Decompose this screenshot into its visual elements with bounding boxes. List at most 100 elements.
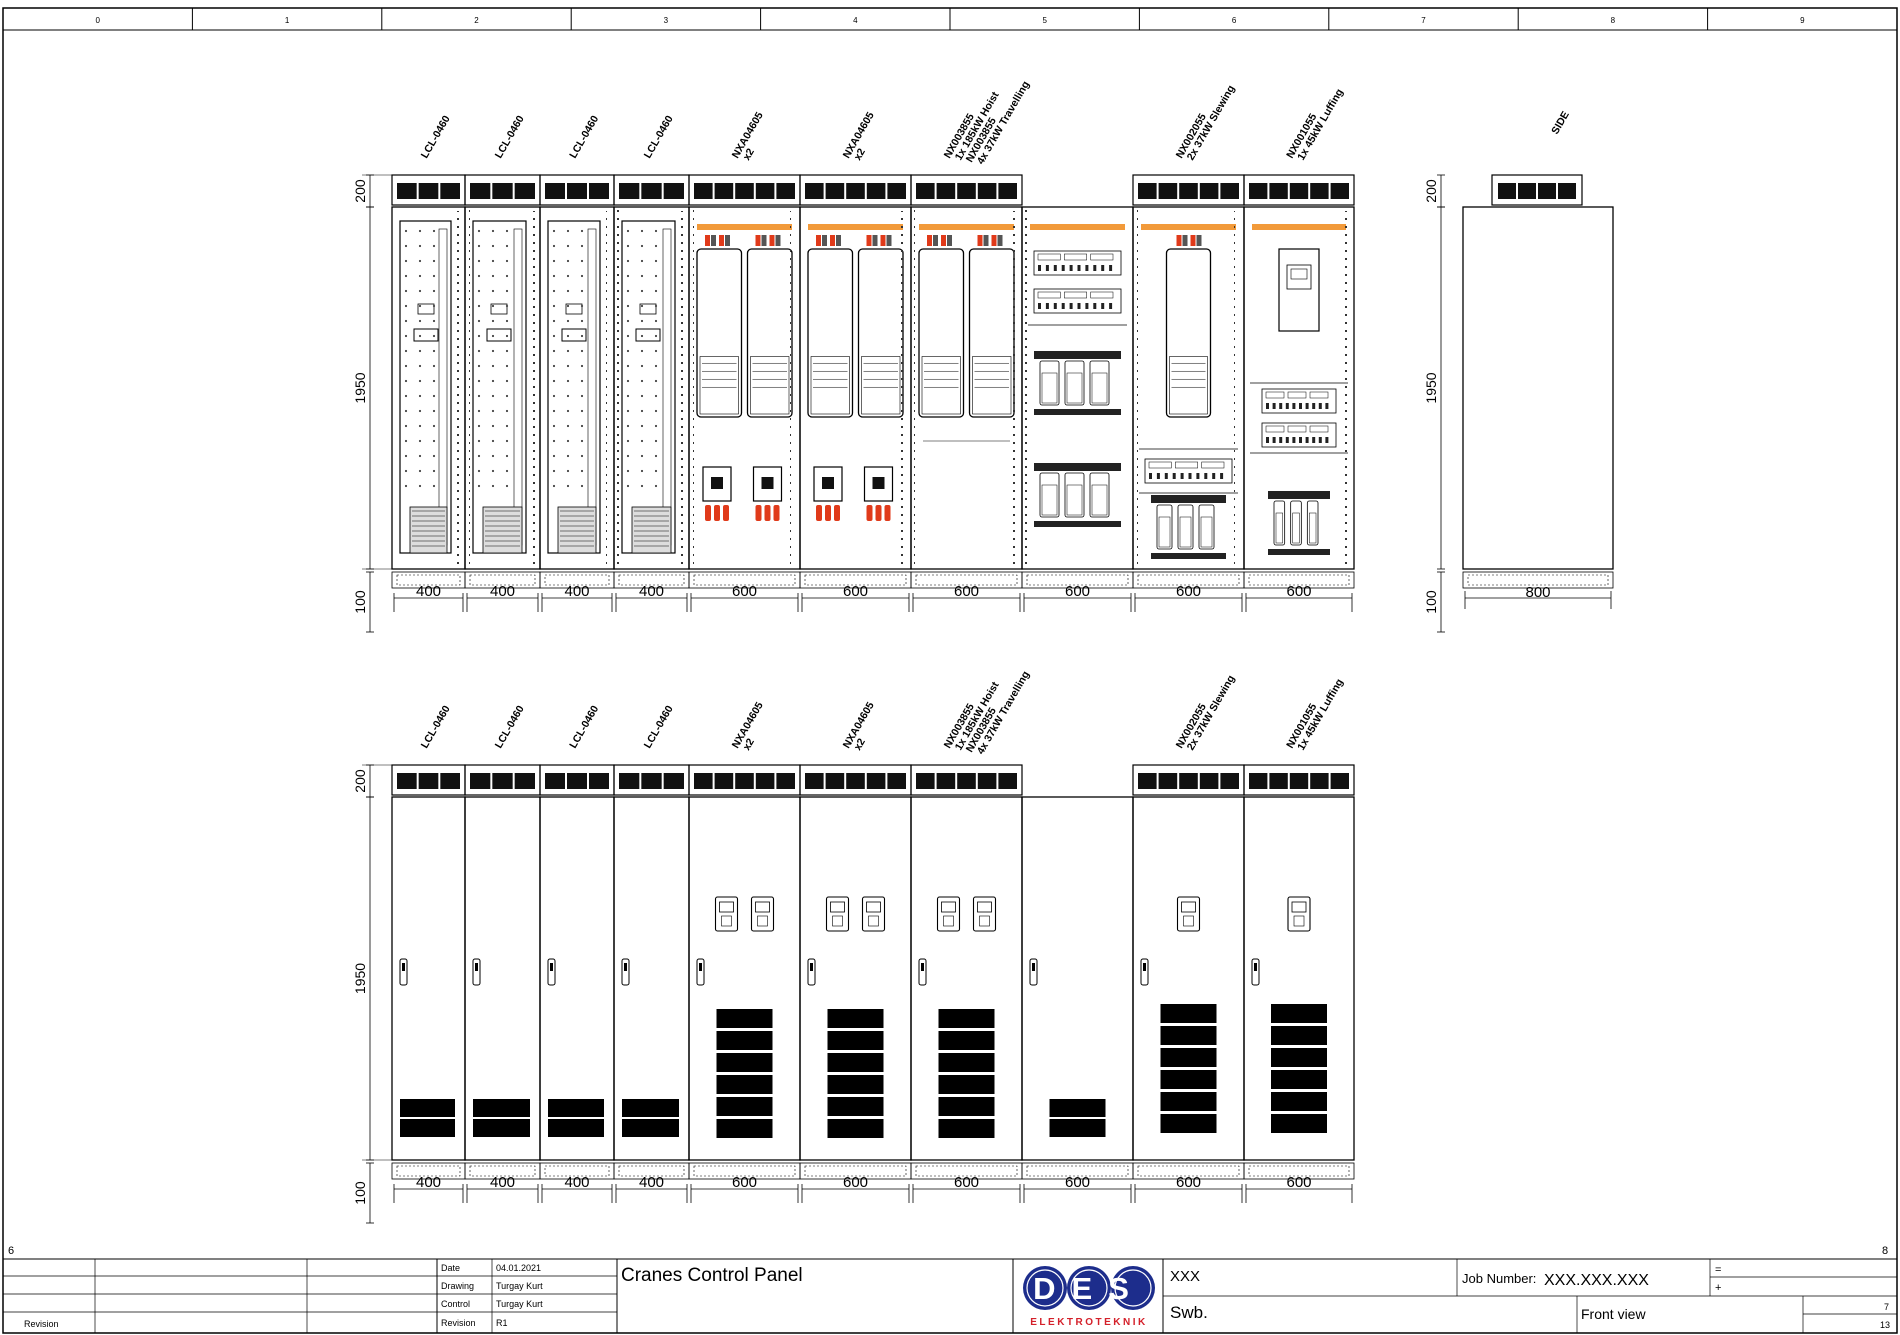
door-vent	[622, 1119, 679, 1137]
door-handle[interactable]	[621, 958, 630, 986]
drive-module	[968, 248, 1015, 418]
left-margin-marker: 6	[8, 1245, 14, 1257]
column-number: 4	[853, 16, 858, 25]
height-dimension: 200	[1423, 179, 1439, 203]
roof-vent	[641, 183, 662, 199]
capacitor	[1039, 472, 1060, 518]
door-vent	[827, 1119, 884, 1138]
logo-company-name: ELEKTROTEKNIK	[1030, 1317, 1148, 1328]
roof-vent	[998, 773, 1017, 789]
roof-vent	[545, 183, 565, 199]
roof-vent	[1289, 773, 1309, 789]
roof-vent	[663, 183, 684, 199]
roof-vent	[1310, 183, 1329, 199]
roof-vent	[1179, 773, 1198, 789]
drive-keypad[interactable]	[861, 896, 886, 932]
door-handle[interactable]	[1140, 958, 1149, 986]
drive-keypad[interactable]	[714, 896, 739, 932]
roof-vent	[825, 773, 845, 789]
capacitor	[1198, 504, 1215, 550]
column-number: 2	[474, 16, 479, 25]
roof-vent	[1330, 773, 1349, 789]
cabinet-body	[1462, 206, 1614, 570]
drive-keypad[interactable]	[936, 896, 961, 932]
plinth	[1462, 571, 1614, 589]
roof-vent	[1249, 183, 1268, 199]
door-handle[interactable]	[807, 958, 816, 986]
width-dimension: 600	[954, 1174, 979, 1191]
width-dimension: 600	[1176, 1174, 1201, 1191]
cabinet-body	[1243, 206, 1355, 570]
column-number: 8	[1611, 16, 1616, 25]
roof-vent	[977, 773, 997, 789]
roof-vent	[492, 183, 513, 199]
roof-vent	[936, 183, 956, 199]
drawing-label: Drawing	[441, 1281, 474, 1291]
control-label: Control	[441, 1299, 470, 1309]
width-dimension: 600	[732, 1174, 757, 1191]
column-number: 5	[1042, 16, 1047, 25]
job-number-value: XXX.XXX.XXX	[1544, 1272, 1649, 1289]
height-dimension: 1950	[352, 372, 368, 403]
roof-vent	[663, 773, 684, 789]
cabinet-label: LCL-0460	[642, 113, 676, 160]
job-number-label: Job Number:	[1462, 1271, 1536, 1286]
width-dimension: 400	[490, 1174, 515, 1191]
roof-vent	[714, 773, 734, 789]
roof-vent	[825, 183, 845, 199]
drive-keypad[interactable]	[972, 896, 997, 932]
roof-vent	[694, 183, 713, 199]
cabinet-label: LCL-0460	[493, 703, 527, 750]
width-dimension: 600	[732, 583, 757, 600]
door-handle[interactable]	[399, 958, 408, 986]
logo-letters: DES	[1033, 1271, 1145, 1306]
busbar	[697, 224, 792, 230]
drive-keypad[interactable]	[1176, 896, 1201, 932]
door-vent	[1271, 1004, 1327, 1023]
door-vent	[1160, 1070, 1217, 1089]
drive-keypad[interactable]	[750, 896, 775, 932]
door-vent	[827, 1097, 884, 1116]
door-vent	[473, 1099, 530, 1117]
roof-vent	[1220, 773, 1239, 789]
roof-vent	[916, 773, 935, 789]
total-pages: 13	[1880, 1320, 1890, 1330]
roof-vent	[776, 773, 795, 789]
drive-module	[857, 248, 904, 418]
door-vent	[1160, 1114, 1217, 1133]
door-vent	[938, 1119, 995, 1138]
roof-vent	[1330, 183, 1349, 199]
door-handle[interactable]	[918, 958, 927, 986]
width-dimension: 600	[1286, 1174, 1311, 1191]
circuit-breaker	[702, 466, 732, 502]
drive-keypad[interactable]	[825, 896, 850, 932]
door-vent	[1160, 1004, 1217, 1023]
roof-vent	[755, 773, 775, 789]
door-handle[interactable]	[472, 958, 481, 986]
door-handle[interactable]	[1251, 958, 1260, 986]
cabinet-label: LCL-0460	[567, 703, 601, 750]
page-number: 7	[1884, 1302, 1889, 1312]
drive-keypad[interactable]	[1287, 896, 1311, 932]
roof-vent	[887, 773, 906, 789]
door-vent	[938, 1009, 995, 1028]
door-vent	[1271, 1048, 1327, 1067]
equals-sign: =	[1715, 1264, 1721, 1276]
width-dimension: 400	[416, 583, 441, 600]
des-elektroteknik-logo: DES ELEKTROTEKNIK	[1017, 1261, 1161, 1331]
column-number: 9	[1800, 16, 1805, 25]
door-vent	[827, 1075, 884, 1094]
date-label: Date	[441, 1263, 460, 1273]
roof-vent	[805, 773, 824, 789]
door-handle[interactable]	[547, 958, 556, 986]
door-handle[interactable]	[696, 958, 705, 986]
door-handle[interactable]	[1029, 958, 1038, 986]
roof-vent	[1538, 183, 1556, 199]
